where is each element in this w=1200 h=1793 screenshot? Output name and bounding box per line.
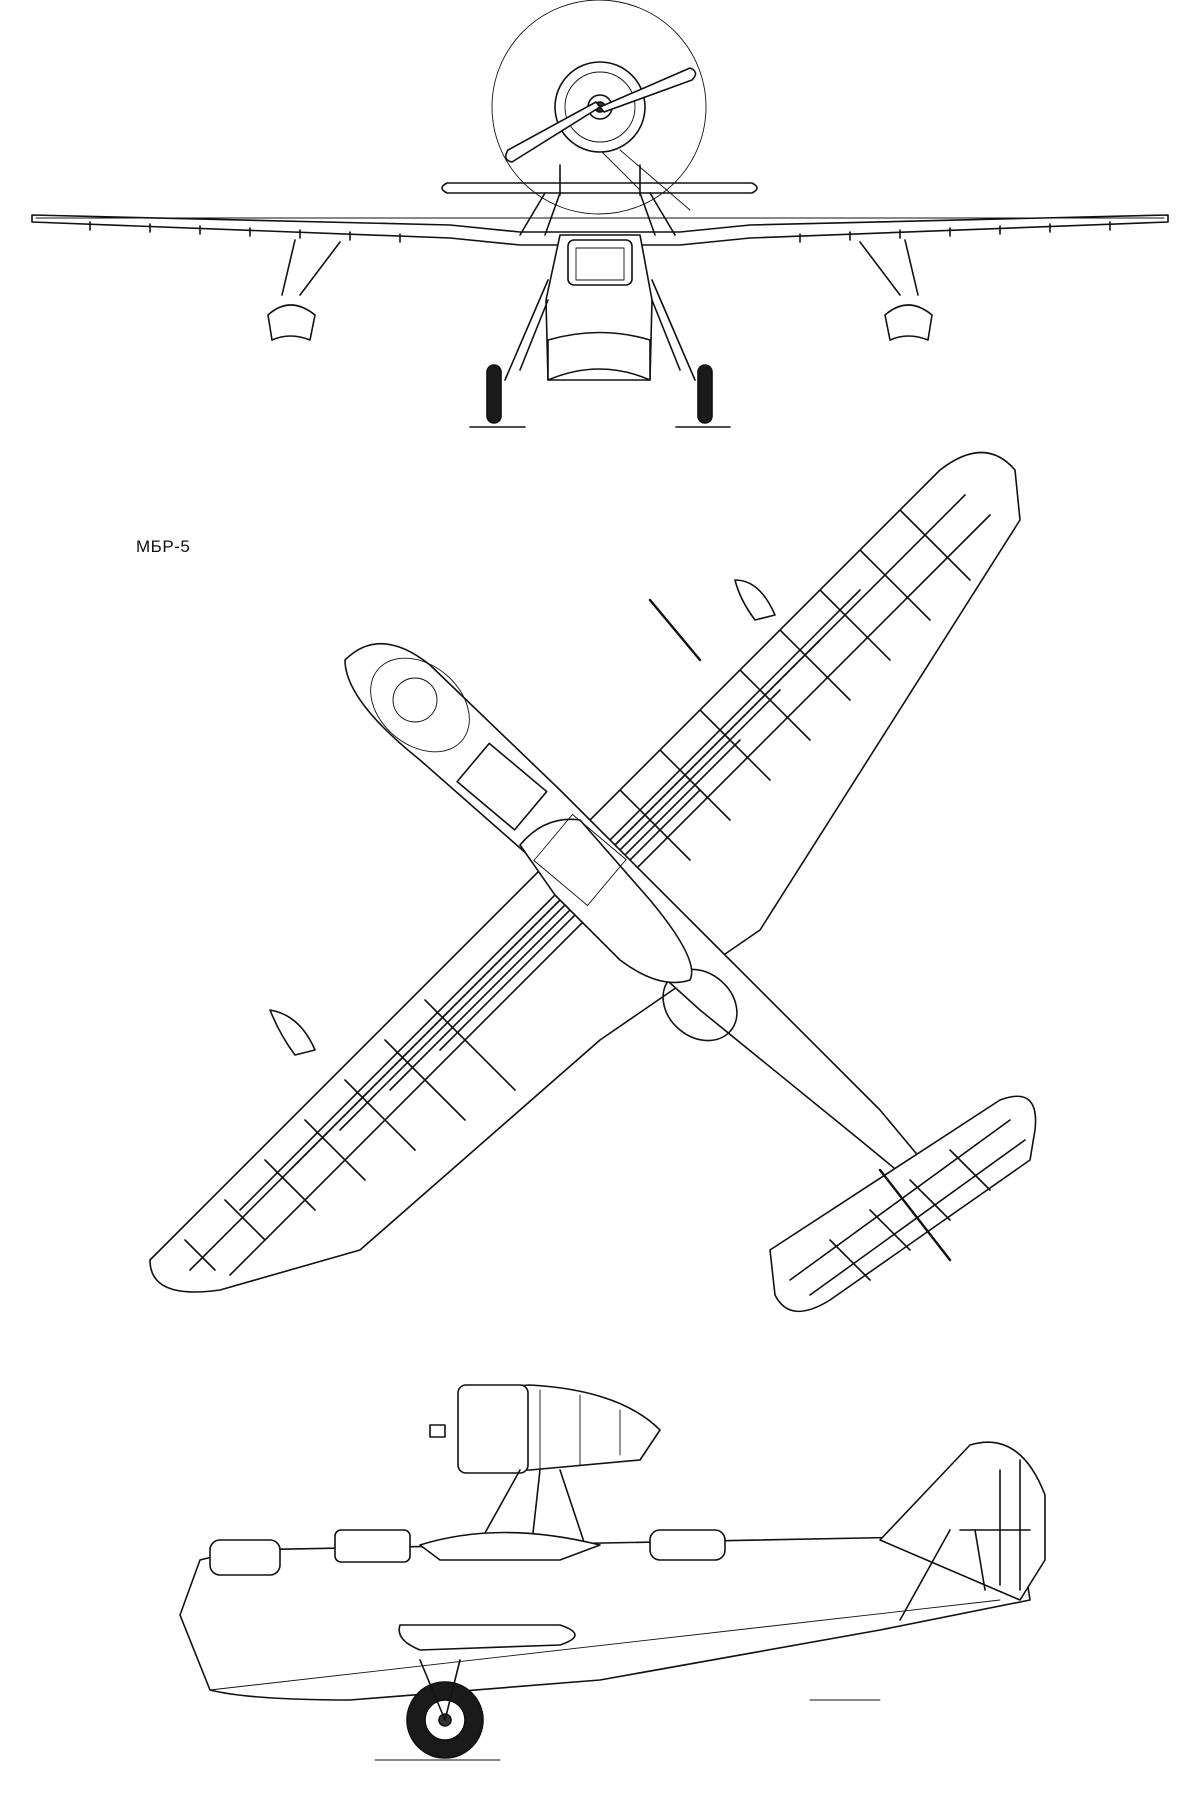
engine-struts bbox=[519, 192, 676, 236]
hull-side bbox=[179, 1534, 1031, 1701]
engine-pylon-wing bbox=[441, 182, 758, 194]
engine-exhaust bbox=[429, 1424, 446, 1438]
main-gear-struts-side bbox=[419, 1659, 461, 1721]
left-float-struts bbox=[281, 239, 341, 296]
top-view bbox=[149, 451, 1037, 1313]
propeller-blade-left bbox=[504, 101, 601, 163]
aircraft-designation-label: МБР-5 bbox=[136, 537, 191, 556]
float-side bbox=[398, 1624, 576, 1651]
front-view bbox=[31, 0, 1169, 428]
tail-fin-side bbox=[879, 1441, 1046, 1601]
rear-turret-side bbox=[649, 1529, 726, 1561]
bow-turret-side bbox=[209, 1539, 281, 1576]
engine-nacelle-top bbox=[519, 818, 693, 984]
main-wing-front bbox=[31, 214, 1169, 246]
right-wing-float bbox=[884, 304, 933, 341]
right-wheel-front bbox=[697, 364, 713, 424]
wing-root-side bbox=[419, 1531, 601, 1561]
left-wheel-front bbox=[486, 364, 502, 424]
horizontal-tail-top bbox=[769, 1095, 1037, 1313]
left-wing-float bbox=[267, 304, 316, 341]
propeller-blade-right bbox=[599, 67, 697, 113]
pilot-canopy-side bbox=[334, 1529, 411, 1563]
right-float-struts bbox=[859, 239, 919, 296]
fin-top bbox=[878, 1168, 952, 1262]
landing-gear-struts bbox=[504, 279, 696, 381]
side-view bbox=[179, 1384, 1046, 1761]
cockpit-canopy-front bbox=[567, 239, 633, 286]
tail-struts bbox=[899, 1529, 986, 1621]
propeller-disc bbox=[491, 0, 707, 215]
bow-gun-turret bbox=[370, 657, 470, 753]
pilot-cockpit-top bbox=[456, 742, 548, 831]
